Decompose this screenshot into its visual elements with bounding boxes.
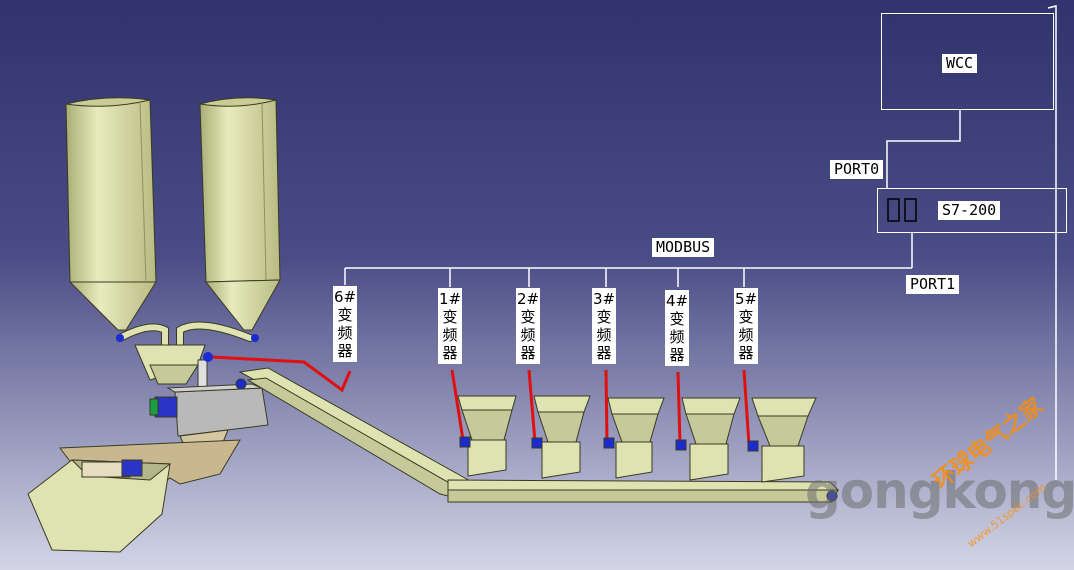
vfd-6-label: 6#变频器 <box>333 286 357 362</box>
feeder-5 <box>747 397 817 483</box>
mixer-motor <box>203 352 213 362</box>
mixer <box>134 344 269 475</box>
plc-port-icons <box>887 198 917 222</box>
silo-right <box>199 97 281 331</box>
feeder-4 <box>675 397 741 481</box>
feeder-3 <box>603 397 665 479</box>
vfd-1-label: 1#变频器 <box>438 288 462 364</box>
wcc-box <box>881 13 1054 110</box>
vfd-3-label: 3#变频器 <box>592 288 616 364</box>
feeder-hoppers <box>457 395 817 483</box>
modbus-label: MODBUS <box>652 238 715 257</box>
vfd-2-label: 2#变频器 <box>516 288 540 364</box>
s7-200-box <box>877 188 1067 233</box>
port1-label: PORT1 <box>906 275 960 294</box>
vfd-4-label: 4#变频器 <box>665 290 689 366</box>
s7-200-label: S7-200 <box>938 201 1001 220</box>
bus-lines <box>344 5 1057 480</box>
port0-label: PORT0 <box>830 160 884 179</box>
watermark-brand: gongkong <box>805 462 1074 520</box>
horizontal-conveyor <box>447 479 840 503</box>
signal-lines <box>211 355 751 446</box>
silo-left <box>65 97 157 331</box>
wcc-label: WCC <box>942 54 978 73</box>
feed-pipes <box>116 321 259 349</box>
feeder-2 <box>531 395 591 479</box>
vfd-5-label: 5#变频器 <box>734 288 758 364</box>
feeder-1 <box>457 395 517 477</box>
feed-hopper <box>27 439 241 553</box>
